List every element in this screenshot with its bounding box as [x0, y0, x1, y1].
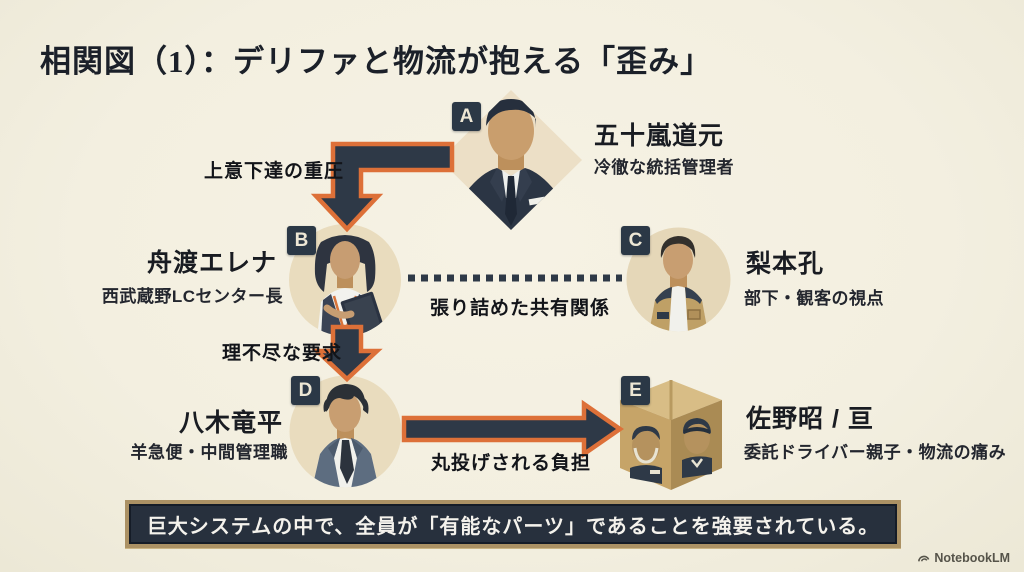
node-e-role: 委託ドライバー親子・物流の痛み	[744, 443, 1007, 462]
edge-label-b-d: 理不尽な要求	[222, 343, 343, 364]
node-b-role: 西武蔵野LCセンター長	[101, 287, 283, 306]
node-a-badge: A	[452, 102, 481, 131]
node-a-role: 冷徹な統括管理者	[594, 158, 734, 177]
edge-label-b-c: 張り詰めた共有関係	[430, 298, 611, 319]
summary-banner-text: 巨大システムの中で、全員が「有能なパーツ」であることを強要されている。	[146, 515, 880, 538]
edge-label-a-b: 上意下達の重圧	[204, 161, 345, 182]
summary-banner: 巨大システムの中で、全員が「有能なパーツ」であることを強要されている。	[125, 500, 901, 548]
node-b-badge: B	[287, 226, 316, 255]
bearded-driver-face	[630, 426, 662, 484]
node-d-badge: D	[291, 376, 320, 405]
notebooklm-watermark: NotebookLM	[917, 551, 1010, 565]
node-d-name: 八木竜平	[178, 409, 283, 437]
node-d-role: 羊急便・中間管理職	[130, 443, 288, 462]
notebooklm-label: NotebookLM	[934, 551, 1010, 565]
page-title: 相関図（1）：デリファと物流が抱える「歪み」	[40, 44, 713, 79]
worker-portrait-c	[626, 227, 731, 332]
node-e-badge: E	[621, 376, 650, 405]
node-a-name: 五十嵐道元	[594, 122, 725, 150]
node-c-name: 梨本孔	[746, 250, 825, 278]
arrow-d-to-e	[401, 399, 624, 459]
edge-label-d-e: 丸投げされる負担	[431, 453, 592, 474]
node-c-role: 部下・観客の視点	[744, 289, 884, 308]
node-c-badge: C	[621, 226, 650, 255]
capped-driver-face	[682, 418, 712, 478]
node-e-name: 佐野昭 / 亘	[746, 405, 874, 433]
node-b-name: 舟渡エレナ	[146, 249, 277, 277]
notebooklm-logo-icon	[918, 555, 930, 562]
box-with-driver-faces-portrait-e	[620, 380, 722, 490]
